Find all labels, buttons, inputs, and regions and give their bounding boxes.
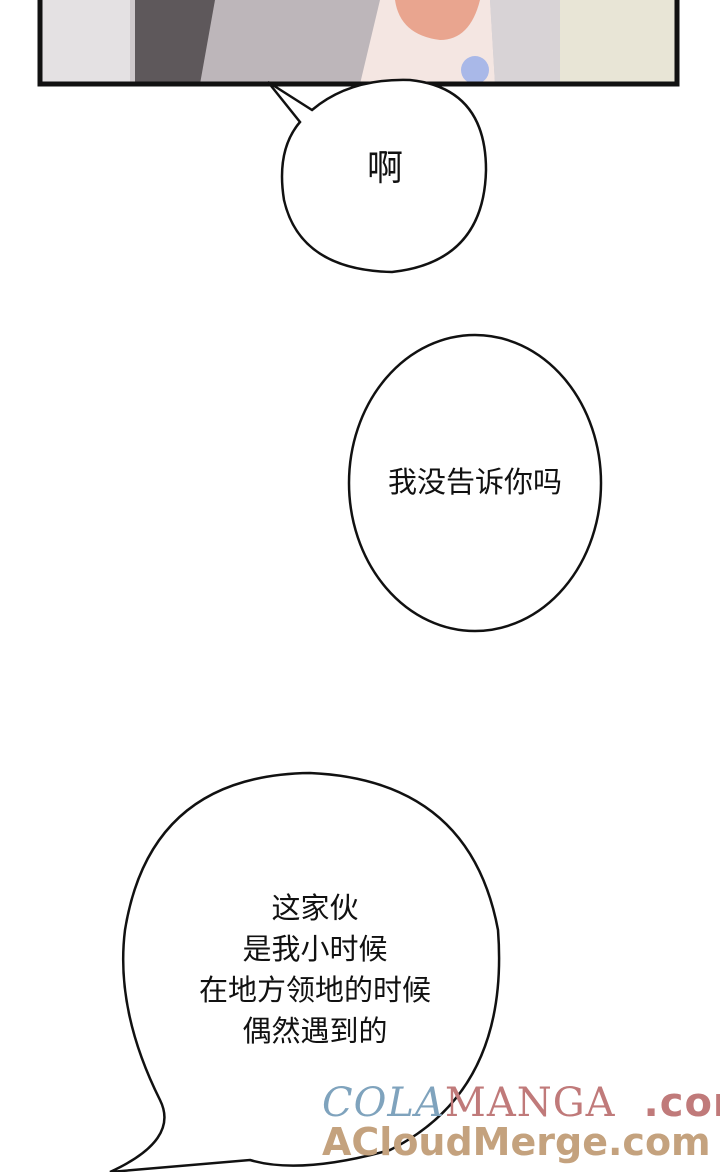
bubble-2-text: 我没告诉你吗 [387,465,562,499]
bubble-3-line: 这家伙 [271,891,359,925]
watermark-manga: MANGA [444,1080,616,1126]
watermark-cola: COLA [322,1080,445,1126]
watermark-com: .com [643,1080,720,1126]
bubble-3-text: 这家伙 是我小时候 在地方领地的时候 偶然遇到的 [150,888,480,1052]
watermark-colamanga: COLAMANGA .com [322,1080,720,1126]
bubble-3-line: 是我小时候 [242,932,388,966]
bubble-3-line: 在地方领地的时候 [198,973,431,1007]
watermark-acloudmerge: ACloudMerge.com [322,1120,711,1164]
top-panel [37,0,680,87]
bubble-3-line: 偶然遇到的 [242,1014,388,1048]
speech-bubble-2 [347,333,603,633]
speech-bubble-3 [109,771,501,1172]
speech-bubble-1 [267,78,488,274]
bubble-1-text: 啊 [366,148,403,189]
